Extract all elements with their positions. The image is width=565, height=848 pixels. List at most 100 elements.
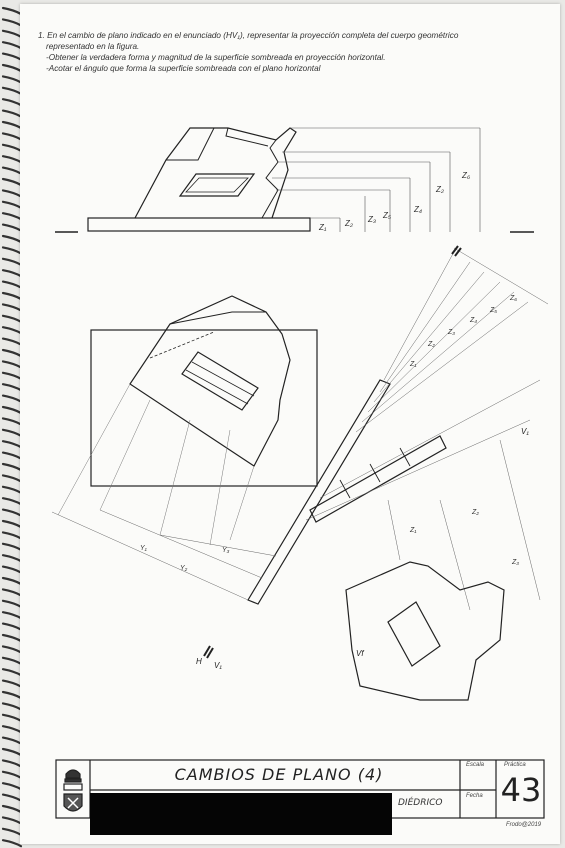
spiral-ring <box>1 291 23 301</box>
spiral-ring <box>1 428 23 437</box>
coat-of-arms-logo <box>63 769 83 812</box>
np-dim-z3: Z₃ <box>447 329 455 336</box>
new-plane-system <box>51 245 549 659</box>
elevation-dim-labels: Z₁ Z₂ Z₃ Z₅ Z₄ Z₂ Z₆ <box>318 171 471 232</box>
spiral-ring <box>1 474 23 483</box>
spiral-ring <box>1 360 23 369</box>
fecha-label: Fecha <box>466 793 483 799</box>
title-block-subject: DIÉDRICO <box>398 798 443 808</box>
worksheet-page <box>20 4 560 844</box>
dim-z6: Z₆ <box>461 171 471 180</box>
spiral-ring <box>1 679 23 688</box>
redacted-name-box <box>90 793 392 835</box>
dim-z2b: Z₂ <box>435 185 444 194</box>
spiral-ring <box>1 451 23 460</box>
spiral-ring <box>1 212 23 221</box>
spiral-ring <box>1 576 23 586</box>
plan-view <box>57 295 318 546</box>
elevation-view: Z₁ Z₂ Z₃ Z₅ Z₄ Z₂ Z₆ <box>55 127 534 233</box>
np-dim-z1b: Z₁ <box>409 527 417 534</box>
spiral-ring <box>1 702 23 711</box>
instructions: 1. En el cambio de plano indicado en el … <box>38 30 548 74</box>
spiral-ring <box>1 200 23 209</box>
spiral-ring <box>1 383 23 392</box>
spiral-ring <box>1 269 23 278</box>
practica-label: Práctica <box>504 762 526 768</box>
spiral-ring <box>1 633 23 643</box>
dim-z2: Z₂ <box>344 219 353 228</box>
label-v1-right: V₁ <box>521 427 529 436</box>
spiral-ring <box>1 508 23 517</box>
spiral-ring <box>1 462 23 472</box>
spiral-ring <box>1 656 23 665</box>
spiral-ring <box>1 554 23 563</box>
dim-z4: Z₄ <box>413 205 422 214</box>
dim-z3: Z₃ <box>367 215 376 224</box>
spiral-ring <box>1 234 23 244</box>
instruction-line-2: representado en la figura. <box>46 42 140 51</box>
spiral-ring <box>1 588 23 597</box>
instruction-line-1: 1. En el cambio de plano indicado en el … <box>38 31 459 40</box>
spiral-ring <box>1 6 23 16</box>
spiral-ring <box>1 394 23 403</box>
spiral-ring <box>1 793 23 802</box>
label-h: H <box>196 657 202 666</box>
instruction-line-4: -Acotar el ángulo que forma la superfici… <box>46 64 321 73</box>
spiral-ring <box>1 314 23 323</box>
spiral-ring <box>1 348 23 358</box>
spiral-ring <box>1 611 23 620</box>
spiral-ring <box>1 736 23 745</box>
new-ground-line-band <box>247 379 391 605</box>
copyright-label: Frodo@2019 <box>506 822 542 828</box>
spiral-ring <box>1 565 23 574</box>
spiral-ring <box>1 747 23 757</box>
label-v1: V₁ <box>214 661 222 670</box>
spiral-ring <box>1 485 23 494</box>
spiral-ring <box>1 18 23 27</box>
spiral-ring <box>1 52 23 61</box>
spiral-ring <box>1 166 23 175</box>
np-dim-z1: Z₁ <box>409 361 417 368</box>
escala-label: Escala <box>466 762 485 768</box>
spiral-ring <box>1 531 23 540</box>
spiral-ring <box>1 770 23 779</box>
spiral-ring <box>1 86 23 95</box>
spiral-ring <box>1 303 23 312</box>
projected-window <box>387 601 441 667</box>
spiral-ring <box>1 120 23 130</box>
spiral-ring <box>1 804 23 814</box>
spiral-ring <box>1 759 23 768</box>
spiral-ring <box>1 417 23 426</box>
spiral-ring <box>1 63 23 73</box>
shaded-surface <box>181 351 259 411</box>
label-vf: Vf <box>356 649 364 658</box>
projected-view <box>345 561 505 701</box>
spiral-ring <box>1 98 23 107</box>
spiral-ring <box>1 816 23 825</box>
np-dim-z6: Z₆ <box>509 295 517 302</box>
np-dim-y3: Y₃ <box>222 547 230 554</box>
spiral-ring <box>1 713 23 722</box>
title-block-title: CAMBIOS DE PLANO (4) <box>174 765 384 784</box>
spiral-binding <box>1 6 23 848</box>
projected-body <box>345 561 505 701</box>
window-shape <box>178 173 256 197</box>
spiral-ring <box>1 839 23 848</box>
spiral-ring <box>1 690 23 700</box>
np-dim-y1: Y₁ <box>140 545 148 552</box>
spiral-ring <box>1 668 23 677</box>
spiral-ring <box>1 246 23 255</box>
dim-z5: Z₅ <box>382 211 392 220</box>
spiral-ring <box>1 326 23 335</box>
spiral-ring <box>1 827 23 836</box>
instruction-line-3: -Obtener la verdadera forma y magnitud d… <box>46 53 386 62</box>
spiral-ring <box>1 542 23 551</box>
spiral-ring <box>1 371 23 380</box>
np-dim-z3b: Z₃ <box>511 559 519 566</box>
np-dim-z4: Z₄ <box>469 317 477 324</box>
spiral-ring <box>1 155 23 164</box>
np-dim-z2: Z₂ <box>427 341 435 348</box>
spiral-ring <box>1 519 23 529</box>
spiral-ring <box>1 645 23 654</box>
